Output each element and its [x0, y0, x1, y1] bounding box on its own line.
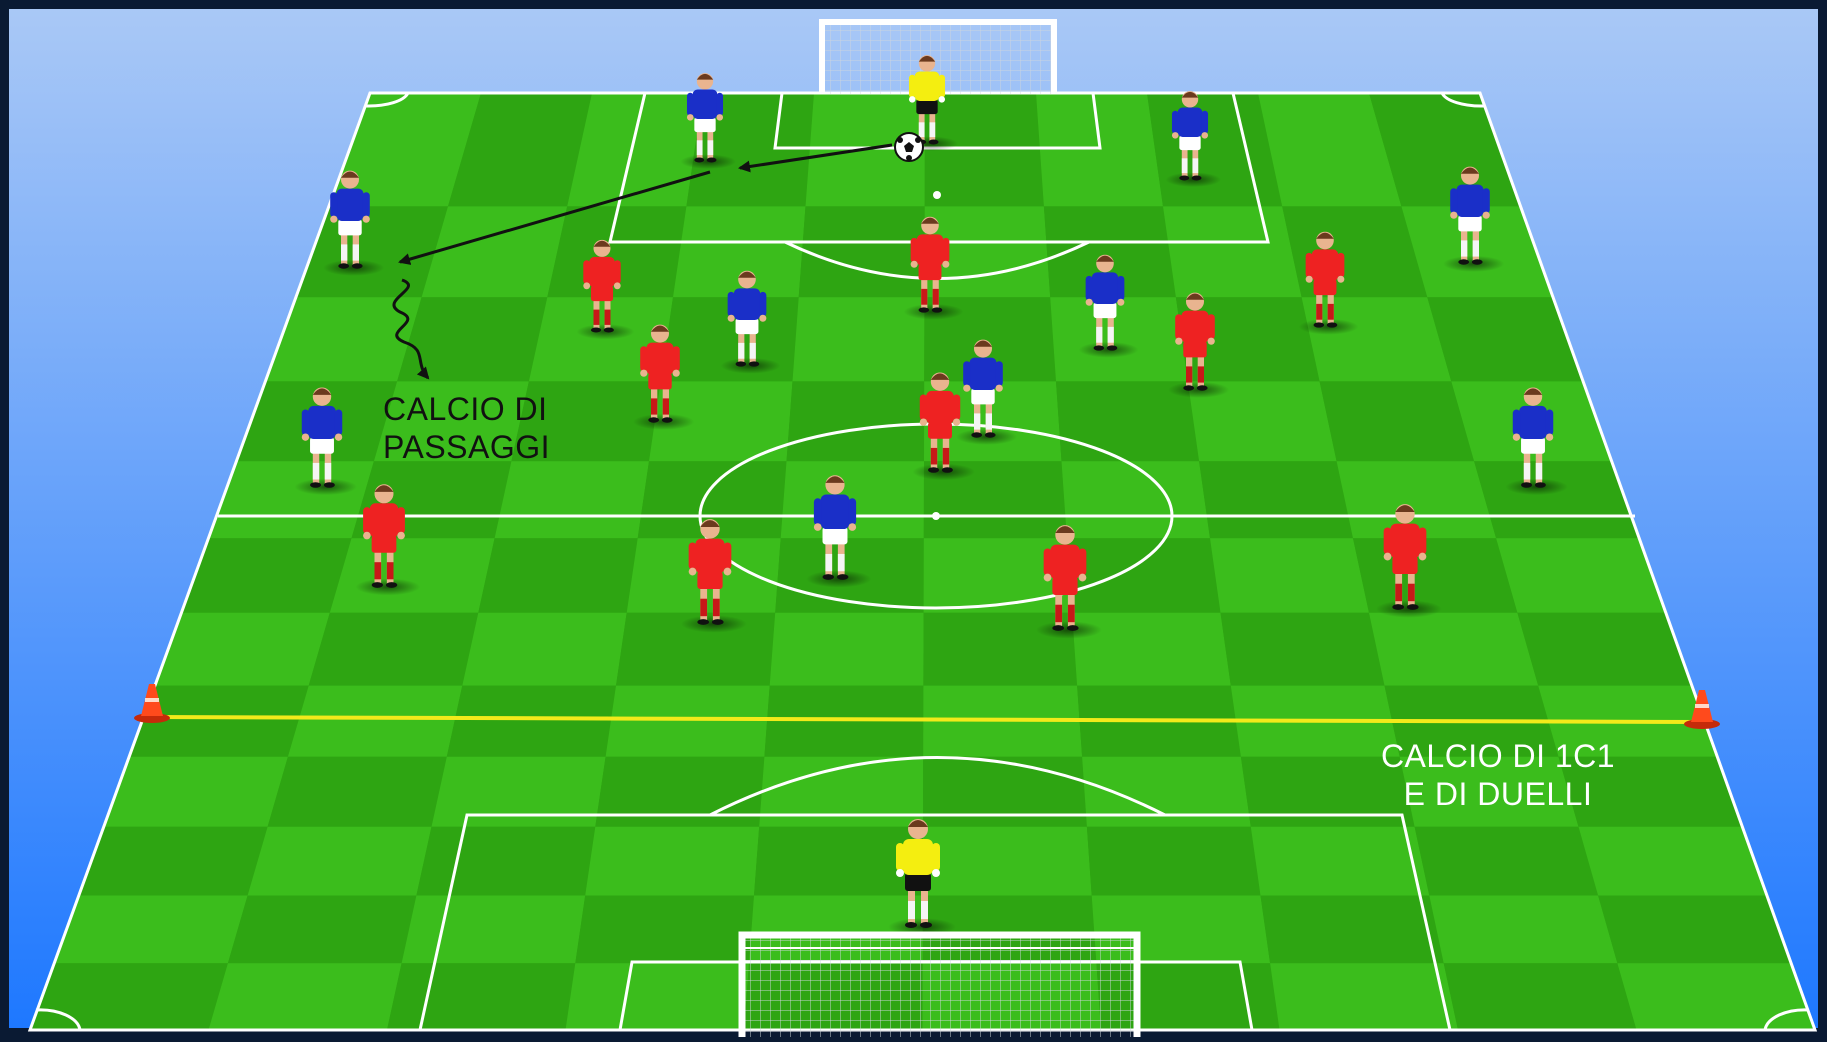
grass-tile — [787, 381, 925, 461]
passing-zone-label-line2: PASSAGGI — [383, 428, 550, 466]
grass-tile — [1415, 827, 1599, 896]
grass-tile — [1199, 461, 1353, 538]
grass-tile — [1270, 963, 1458, 1030]
center-spot — [932, 512, 940, 520]
grass-tile — [1353, 538, 1517, 613]
grass-tile — [462, 613, 626, 686]
top-penalty-spot — [933, 191, 941, 199]
grass-tile — [288, 686, 462, 757]
grass-tile — [1072, 613, 1231, 686]
grass-tile — [585, 827, 759, 896]
grass-tile — [248, 827, 432, 896]
grass-tile — [1369, 613, 1538, 686]
grass-tile — [447, 686, 616, 757]
grass-tile — [1036, 93, 1163, 206]
grass-tile — [1062, 461, 1211, 538]
duel-zone-label: CALCIO DI 1C1 E DI DUELLI — [1338, 737, 1658, 813]
grass-tile — [1496, 538, 1666, 613]
grass-tile — [923, 827, 1092, 896]
grass-tile — [181, 538, 351, 613]
grass-tile — [330, 538, 495, 613]
grass-tile — [799, 206, 925, 297]
grass-tile — [1617, 963, 1815, 1030]
grass-tile — [416, 827, 595, 896]
grass-tile — [1050, 297, 1188, 381]
grass-tile — [1429, 896, 1617, 964]
grass-tile — [30, 963, 228, 1030]
grass-tile — [1210, 538, 1369, 613]
grass-tile — [495, 461, 649, 538]
grass-tile — [478, 538, 637, 613]
ball-icon — [895, 133, 923, 161]
grass-tile — [1221, 613, 1385, 686]
grass-tile — [1067, 538, 1221, 613]
grass-tile — [1302, 297, 1452, 381]
grass-tile — [1444, 963, 1637, 1030]
grass-tile — [1251, 827, 1430, 896]
grass-tile — [770, 613, 924, 686]
grass-tile — [387, 963, 575, 1030]
grass-tile — [79, 827, 268, 896]
grass-tile — [155, 613, 330, 686]
grass-tile — [397, 297, 547, 381]
grass-tile — [566, 963, 750, 1030]
passing-zone-label: CALCIO DI PASSAGGI — [383, 390, 550, 466]
grass-tile — [1598, 896, 1791, 964]
grass-tile — [575, 896, 754, 964]
grass-tile — [1517, 613, 1692, 686]
grass-tile — [54, 896, 247, 964]
grass-tile — [402, 896, 586, 964]
grass-tile — [309, 613, 479, 686]
grass-tile — [606, 686, 770, 757]
grass-tile — [228, 896, 417, 964]
grass-tile — [1163, 206, 1302, 297]
grass-tile — [1087, 827, 1261, 896]
grass-tile — [209, 963, 402, 1030]
grass-tile — [1320, 381, 1475, 461]
grass-tile — [1261, 896, 1444, 964]
grass-tile — [268, 757, 447, 827]
passing-zone-label-line1: CALCIO DI — [383, 390, 550, 428]
duel-zone-label-line2: E DI DUELLI — [1338, 775, 1658, 813]
bottom-goal-net-icon — [742, 935, 1137, 1037]
duel-zone-label-line1: CALCIO DI 1C1 — [1338, 737, 1658, 775]
grass-tile — [104, 757, 288, 827]
grass-tile — [1579, 827, 1767, 896]
